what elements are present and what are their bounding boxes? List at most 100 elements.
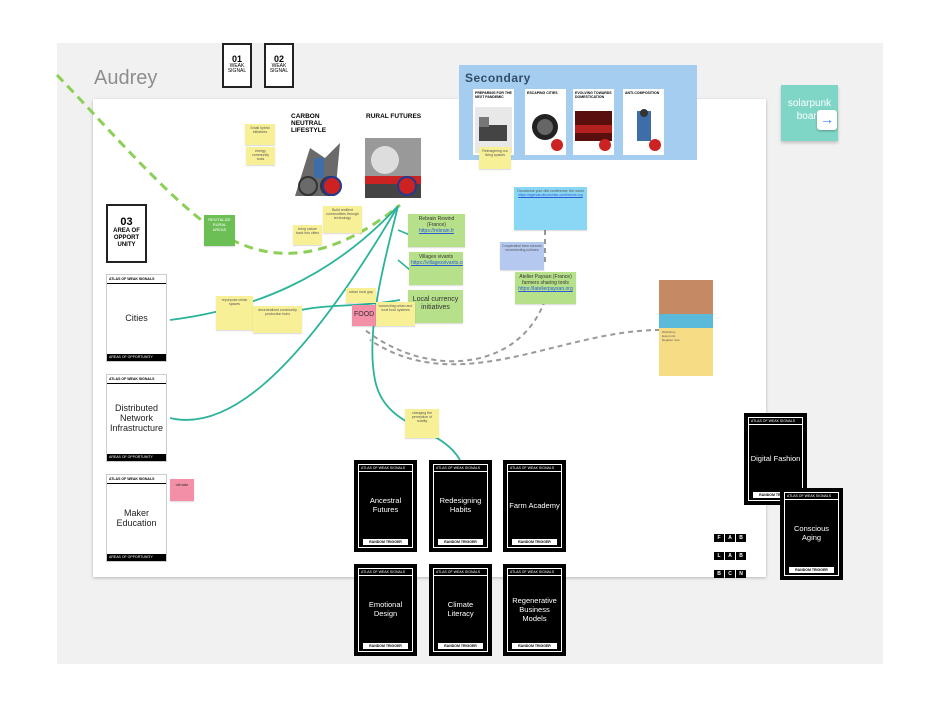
note-link[interactable]: https://rebrain.fr — [418, 228, 454, 234]
sticky-note-rebrain[interactable]: Rebrain Rewind (France) https://rebrain.… — [408, 214, 465, 247]
teal-connector-cities — [169, 205, 399, 321]
trigger-card[interactable]: ATLAS OF WEAK SIGNALS Emotional Design R… — [354, 564, 417, 656]
arrow-right-icon[interactable]: → — [817, 110, 837, 130]
secondary-card[interactable]: ANTI-COMPOSITION — [623, 89, 664, 155]
sticky-note[interactable]: bring nature back into cities — [293, 225, 322, 245]
cover-rural-futures[interactable]: RURAL FUTURES — [361, 108, 425, 204]
weak-signal-number: 01 — [231, 54, 242, 64]
trigger-card[interactable]: ATLAS OF WEAK SIGNALS Farm Academy RANDO… — [503, 460, 566, 552]
sticky-note-pink[interactable]: climate — [170, 479, 194, 501]
logo-letter: C — [725, 570, 735, 578]
trigger-card[interactable]: ATLAS OF WEAK SIGNALS Digital Fashion RA… — [744, 413, 807, 505]
trigger-card[interactable]: ATLAS OF WEAK SIGNALS Ancestral Futures … — [354, 460, 417, 552]
card-title: Conscious Aging — [793, 524, 830, 542]
trigger-card[interactable]: ATLAS OF WEAK SIGNALS Redesigning Habits… — [429, 460, 492, 552]
card-header: ATLAS OF WEAK SIGNALS — [508, 465, 561, 472]
sticky-note[interactable]: Build resilient communities through tech… — [323, 206, 362, 233]
logo-letter: B — [736, 552, 746, 560]
note-text: Villages vivants — [418, 254, 454, 260]
card-title: Regenerative Business Models — [512, 595, 557, 623]
cover-title: RURAL FUTURES — [366, 113, 422, 120]
poster-wave — [659, 314, 713, 328]
logo-letter: A — [725, 552, 735, 560]
board-title: Audrey — [94, 67, 158, 89]
poster-image — [659, 280, 713, 314]
card-footer: RANDOM TRIGGER — [512, 539, 557, 545]
sticky-note-local-currency[interactable]: Local currency initiatives — [408, 290, 463, 323]
sticky-note[interactable]: connecting urban and rural food systems — [376, 302, 415, 326]
poster-line: Event info — [662, 334, 676, 338]
card-image — [575, 107, 612, 153]
sticky-note[interactable]: decentralized community production hubs — [253, 306, 302, 333]
sticky-note[interactable]: Small hybrid initiatives — [245, 124, 275, 145]
note-link[interactable]: https://agenda.decolonise-conference.org — [518, 193, 583, 197]
card-title: Redesigning Habits — [439, 496, 482, 514]
secondary-title: Secondary — [465, 71, 531, 85]
trigger-card[interactable]: ATLAS OF WEAK SIGNALS Conscious Aging RA… — [780, 488, 843, 580]
event-poster[interactable]: Workshop Event info Register now — [659, 280, 713, 376]
trigger-card[interactable]: ATLAS OF WEAK SIGNALS Climate Literacy R… — [429, 564, 492, 656]
poster-line: Register now — [662, 338, 680, 342]
card-header: ATLAS OF WEAK SIGNALS — [785, 493, 838, 500]
solarpunk-label: solarpunk board — [787, 98, 832, 122]
note-link[interactable]: https://villagesvivants.com/ — [411, 260, 463, 266]
area-of-opportunity-03[interactable]: 03 AREA OF OPPORT UNITY — [106, 204, 147, 263]
card-title: Emotional Design — [368, 600, 403, 618]
card-header: ATLAS OF WEAK SIGNALS — [359, 569, 412, 576]
sticky-note[interactable]: energy community tools — [246, 147, 275, 165]
card-footer: RANDOM TRIGGER — [438, 643, 483, 649]
card-title: Ancestral Futures — [369, 496, 402, 514]
secondary-card[interactable]: EVOLVING TOWARDS DOMESTICATION — [573, 89, 614, 155]
card-footer: RANDOM TRIGGER — [753, 492, 798, 498]
trigger-card[interactable]: ATLAS OF WEAK SIGNALS Regenerative Busin… — [503, 564, 566, 656]
sticky-note-decolonise[interactable]: Decolonise your diet conference, the wor… — [514, 187, 587, 230]
aoo-card-maker[interactable]: ATLAS OF WEAK SIGNALS Maker Education AR… — [106, 474, 167, 562]
weak-signal-number: 02 — [273, 54, 284, 64]
sticky-note[interactable]: urban rural gap — [346, 288, 376, 303]
aoo-card-network[interactable]: ATLAS OF WEAK SIGNALS Distributed Networ… — [106, 374, 167, 462]
card-title: PREPARING FOR THE NEXT PANDEMIC — [475, 91, 512, 99]
cover-badge — [397, 176, 417, 196]
card-image — [527, 107, 564, 153]
card-title: ESCAPING CITIES — [527, 91, 558, 95]
cover-image — [365, 138, 421, 198]
aoo-label: AREA OF OPPORT UNITY — [113, 228, 140, 248]
teal-connector-network — [169, 205, 399, 421]
sticky-note-atelier[interactable]: Atelier Paysan (France) farmers sharing … — [515, 272, 576, 304]
weak-signal-label: WEAK SIGNAL — [227, 63, 247, 74]
cover-carbon-neutral[interactable]: CARBON NEUTRAL LIFESTYLE — [286, 108, 350, 204]
sticky-note[interactable]: repurpose urban spaces — [216, 296, 253, 330]
card-header: ATLAS OF WEAK SIGNALS — [508, 569, 561, 576]
sticky-note-revitalize[interactable]: REVITALIZE RURAL AREAS — [204, 215, 235, 246]
card-header: ATLAS OF WEAK SIGNALS — [749, 418, 802, 425]
cover-title: CARBON NEUTRAL LIFESTYLE — [291, 113, 327, 134]
sticky-note-food[interactable]: FOOD — [352, 305, 376, 326]
card-title: Maker Education — [116, 508, 157, 528]
cover-badge — [322, 176, 342, 196]
card-header: ATLAS OF WEAK SIGNALS — [107, 275, 166, 284]
sticky-note-cooperative[interactable]: Cooperative farm schools reconnecting cu… — [500, 242, 544, 270]
note-text: Atelier Paysan (France) farmers sharing … — [519, 274, 572, 286]
card-header: ATLAS OF WEAK SIGNALS — [107, 475, 166, 484]
aoo-card-cities[interactable]: ATLAS OF WEAK SIGNALS Cities AREAS OF OP… — [106, 274, 167, 362]
card-title: Digital Fashion — [750, 453, 801, 463]
sticky-note[interactable]: Reimagining our living spaces — [479, 147, 511, 169]
card-header: ATLAS OF WEAK SIGNALS — [359, 465, 412, 472]
card-header: ATLAS OF WEAK SIGNALS — [107, 375, 166, 384]
card-title: Distributed Network Infrastructure — [109, 403, 164, 433]
card-footer: AREAS OF OPPORTUNITY — [107, 354, 166, 361]
secondary-section[interactable]: Secondary PREPARING FOR THE NEXT PANDEMI… — [459, 65, 697, 160]
aoo-number: 03 — [120, 216, 133, 228]
weak-signal-02[interactable]: 02 WEAK SIGNAL — [264, 43, 294, 88]
card-title: EVOLVING TOWARDS DOMESTICATION — [575, 91, 612, 99]
card-footer: RANDOM TRIGGER — [363, 643, 408, 649]
grey-dashed-connector-3 — [369, 329, 661, 366]
card-image — [475, 107, 512, 153]
weak-signal-01[interactable]: 01 WEAK SIGNAL — [222, 43, 252, 88]
secondary-card[interactable]: PREPARING FOR THE NEXT PANDEMIC — [473, 89, 514, 155]
note-link[interactable]: https://latelierpaysan.org — [518, 286, 573, 292]
sticky-note-villages[interactable]: Villages vivants https://villagesvivants… — [409, 252, 463, 285]
sticky-note[interactable]: changing the perception of rurality — [405, 409, 439, 438]
secondary-card[interactable]: ESCAPING CITIES — [525, 89, 566, 155]
